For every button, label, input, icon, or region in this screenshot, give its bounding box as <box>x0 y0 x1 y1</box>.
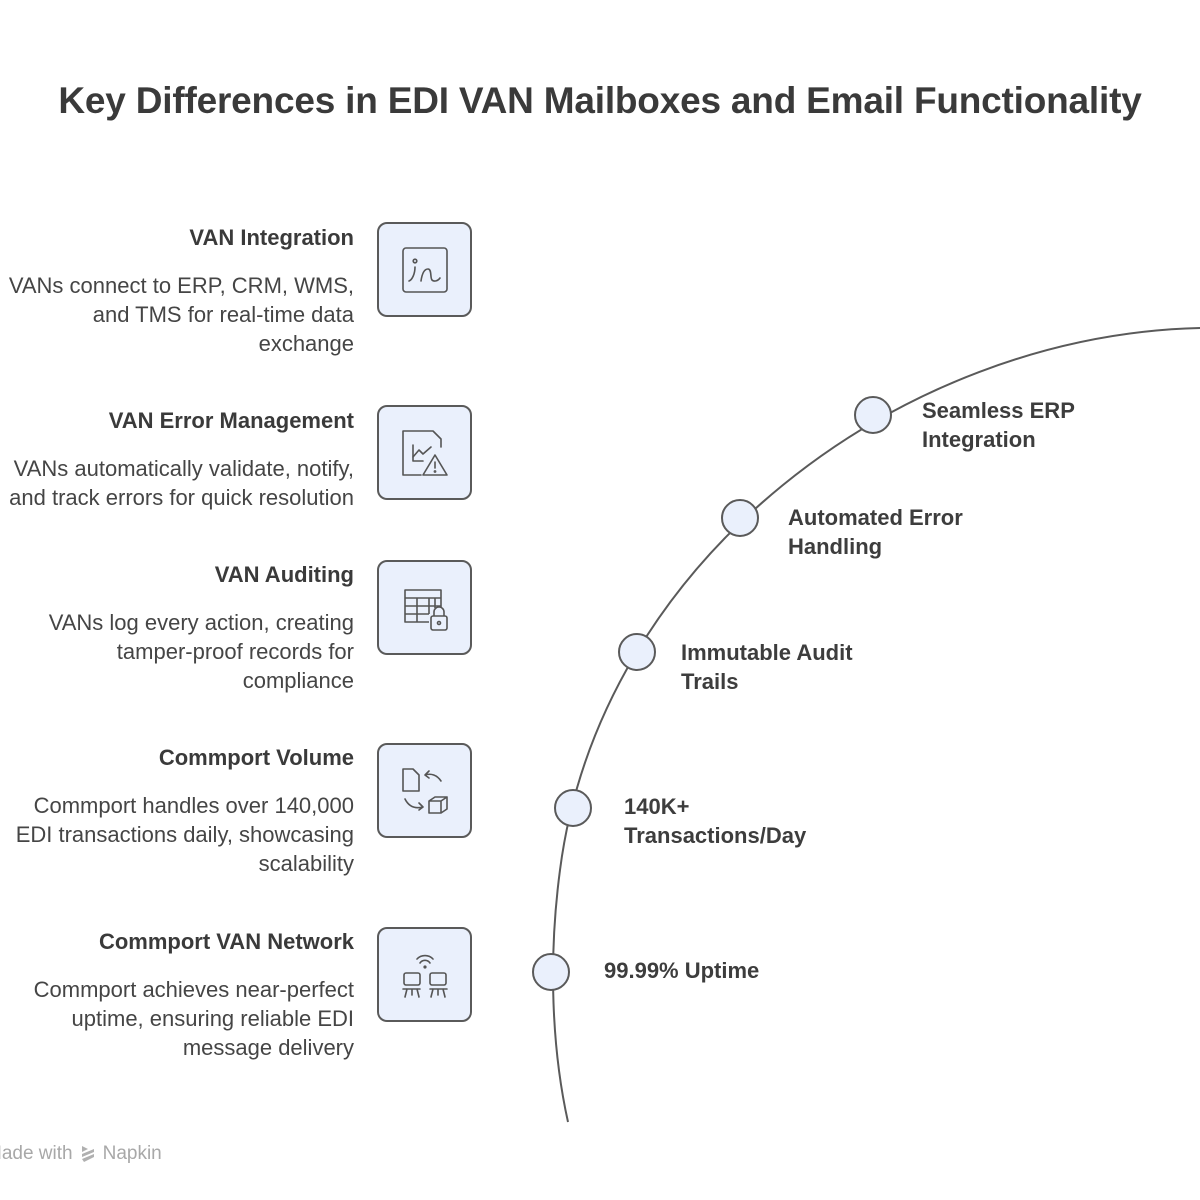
item-description: VANs automatically validate, notify,and … <box>9 456 354 510</box>
item-van-auditing: VAN Auditing VANs log every action, crea… <box>0 562 354 695</box>
timeline-node <box>554 789 592 827</box>
item-heading: Commport Volume <box>158 745 354 770</box>
timeline-node <box>532 953 570 991</box>
integration-icon <box>377 222 472 317</box>
item-commport-volume: Commport Volume Commport handles over 14… <box>0 745 354 878</box>
napkin-logo-icon <box>81 1146 94 1162</box>
page-title: Key Differences in EDI VAN Mailboxes and… <box>58 80 1142 121</box>
item-heading: VAN Error Management <box>108 408 354 433</box>
table-lock-icon <box>377 560 472 655</box>
timeline-node <box>721 499 759 537</box>
node-label-uptime: 99.99% Uptime <box>604 958 760 983</box>
network-icon <box>377 927 472 1022</box>
item-description: VANs connect to ERP, CRM, WMS,and TMS fo… <box>8 273 354 356</box>
footer-brand: Napkin <box>102 1143 162 1164</box>
timeline-node <box>618 633 656 671</box>
document-exchange-icon <box>377 743 472 838</box>
item-van-error-management: VAN Error Management VANs automatically … <box>0 408 354 512</box>
item-heading: Commport VAN Network <box>98 929 354 954</box>
item-heading: VAN Auditing <box>214 562 354 587</box>
timeline-node <box>854 396 892 434</box>
item-commport-van-network: Commport VAN Network Commport achieves n… <box>0 929 354 1062</box>
footer-text: Made with <box>0 1143 73 1164</box>
footer-branding: Made with Napkin <box>0 1143 162 1165</box>
node-label-transactions: 140K+Transactions/Day <box>624 794 807 848</box>
item-van-integration: VAN Integration VANs connect to ERP, CRM… <box>0 225 354 358</box>
item-heading: VAN Integration <box>189 225 354 250</box>
chart-warning-icon <box>377 405 472 500</box>
